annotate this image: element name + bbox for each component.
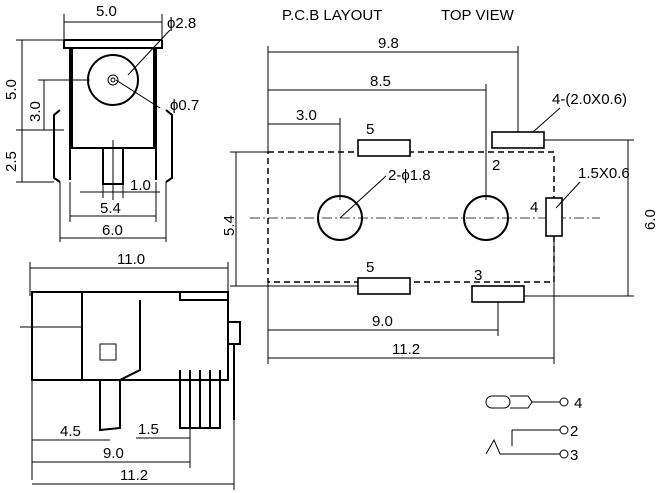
pcb-height-right-label: 6.0 bbox=[642, 209, 659, 230]
pad-4-label: 4 bbox=[530, 199, 538, 216]
schem-label-2: 2 bbox=[570, 423, 578, 440]
side-dim-d-label: 11.2 bbox=[120, 467, 148, 484]
base-height-label: 2.5 bbox=[3, 151, 20, 172]
pcb-layout: 9.8 8.5 3.0 4-(2.0X0.6) 5 2 2-ϕ1.8 4 1.5… bbox=[221, 35, 659, 364]
pad-3-label: 3 bbox=[474, 267, 482, 284]
pin-height-label: 3.0 bbox=[27, 101, 44, 122]
pcb-left-width-label: 3.0 bbox=[296, 107, 317, 124]
pad-5-top-label: 5 bbox=[366, 121, 374, 138]
pad-2 bbox=[491, 131, 545, 149]
pcb-bottom-b-label: 11.2 bbox=[392, 341, 420, 358]
side-view: 11.0 4.5 1.5 9.0 11.2 bbox=[20, 251, 241, 490]
pcb-bottom-a-label: 9.0 bbox=[372, 313, 393, 330]
jack-schematic: 4 2 3 bbox=[485, 395, 582, 464]
pad-5-bottom-label: 5 bbox=[366, 259, 374, 276]
pad-5-top bbox=[357, 139, 411, 157]
schem-label-3: 3 bbox=[570, 447, 578, 464]
schem-label-4: 4 bbox=[574, 395, 582, 412]
hole-spec-label: 2-ϕ1.8 bbox=[388, 167, 431, 184]
top-view-heading: TOP VIEW bbox=[441, 7, 515, 24]
hole-dia-label: ϕ2.8 bbox=[167, 15, 196, 32]
inner-width-label: 5.4 bbox=[100, 200, 121, 217]
side-dim-b-label: 1.5 bbox=[138, 421, 159, 438]
side-length-label: 11.0 bbox=[117, 251, 145, 268]
front-width-label: 5.0 bbox=[96, 3, 117, 20]
pad-5-bottom bbox=[357, 277, 411, 295]
pad-2-label: 2 bbox=[492, 157, 500, 174]
side-dim-c-label: 9.0 bbox=[103, 445, 124, 462]
hole-right bbox=[463, 195, 509, 241]
pcb-mid-width-label: 8.5 bbox=[370, 73, 391, 90]
pin-dia-label: ϕ0.7 bbox=[170, 97, 199, 114]
front-height-label: 5.0 bbox=[3, 79, 20, 100]
pcb-height-left-label: 5.4 bbox=[221, 215, 238, 236]
front-view: 5.0 ϕ2.8 ϕ0.7 5.0 3.0 2.5 1.0 bbox=[3, 3, 199, 242]
pad4-spec-label: 1.5X0.6 bbox=[578, 165, 630, 182]
pcb-total-width-label: 9.8 bbox=[378, 35, 399, 52]
pin-width-label: 1.0 bbox=[130, 177, 151, 194]
pcb-layout-heading: P.C.B LAYOUT bbox=[282, 7, 382, 24]
outer-width-label: 6.0 bbox=[102, 222, 123, 239]
side-dim-a-label: 4.5 bbox=[60, 423, 81, 440]
hole-left bbox=[317, 195, 363, 241]
slot-spec-label: 4-(2.0X0.6) bbox=[552, 91, 627, 108]
pad-3 bbox=[471, 285, 525, 303]
